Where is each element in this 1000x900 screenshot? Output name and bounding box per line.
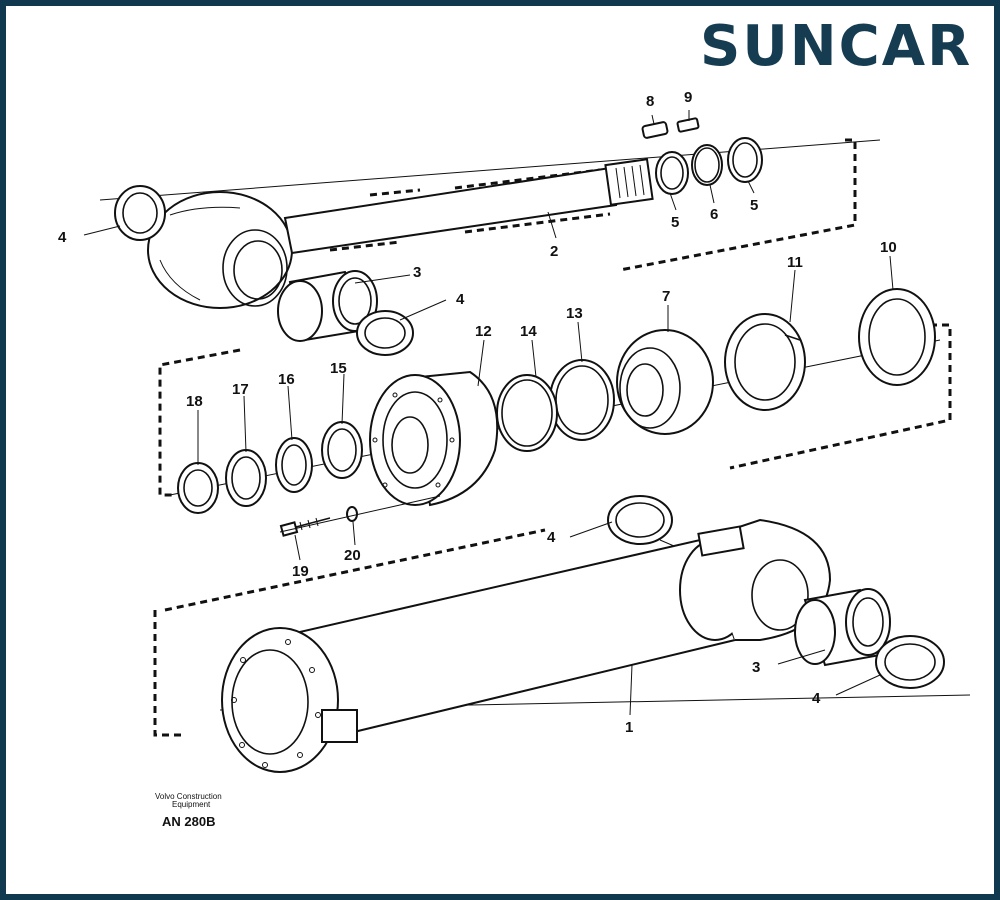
company-line-2: Equipment	[172, 800, 211, 809]
grease-nipple-8	[641, 114, 669, 139]
callout-18: 18	[186, 393, 203, 410]
callout-16: 16	[278, 371, 295, 388]
company-line-1: Volvo Construction	[155, 792, 222, 801]
callout-labels: 4 2 3 4 8 9 5 6 5 7 11 10 13 14 12 15 16…	[58, 89, 897, 736]
cylinder-tube-assembly	[153, 495, 971, 773]
o-ring-13	[549, 359, 615, 441]
callout-8: 8	[646, 93, 654, 110]
tube-seal-4-upper	[607, 495, 673, 545]
bushing-3-bottom	[794, 588, 891, 667]
wiper-ring-18	[177, 462, 219, 514]
leader-lines	[83, 180, 894, 716]
callout-9: 9	[684, 89, 692, 106]
callout-4-top-right: 4	[456, 291, 465, 308]
wear-ring-10	[858, 288, 936, 386]
piston-7	[616, 329, 714, 435]
screw-19	[279, 517, 331, 537]
cylinder-head-assembly	[158, 288, 952, 537]
brand-logo: SUNCAR	[700, 14, 972, 79]
callout-13: 13	[566, 305, 583, 322]
callout-11: 11	[787, 254, 803, 271]
callout-6: 6	[710, 206, 718, 223]
rod-seal-15	[321, 421, 363, 479]
grease-fitting-9	[676, 110, 700, 133]
callout-15: 15	[330, 360, 347, 377]
seal-ring-5b	[727, 137, 763, 183]
callout-1: 1	[625, 719, 633, 736]
seal-ring-5a	[655, 151, 689, 195]
rod-assembly	[99, 110, 881, 356]
callout-20: 20	[344, 547, 361, 564]
seal-ring-6	[691, 144, 723, 186]
guide-band-11	[724, 313, 806, 411]
buffer-seal-16	[275, 437, 313, 493]
cylinder-tube	[221, 518, 832, 773]
callout-4-tube-lower: 4	[812, 690, 821, 707]
callout-2: 2	[550, 243, 558, 260]
callout-12: 12	[475, 323, 492, 340]
callout-5-left: 5	[671, 214, 679, 231]
callout-7: 7	[662, 288, 670, 305]
bushing-3-top	[277, 270, 378, 342]
cylinder-head-12	[369, 370, 499, 507]
callout-5-right: 5	[750, 197, 758, 214]
callout-10: 10	[880, 239, 897, 256]
callout-14: 14	[520, 323, 537, 340]
backup-ring-14	[496, 374, 558, 452]
eye-seal-4-top-left	[114, 185, 166, 241]
callout-17: 17	[232, 381, 249, 398]
callout-4-top-left: 4	[58, 229, 67, 246]
rod-eye	[147, 191, 293, 309]
callout-4-tube-upper: 4	[547, 529, 556, 546]
callout-3-bottom: 3	[752, 659, 760, 676]
lock-washer-20	[346, 506, 358, 522]
tube-seal-4-lower	[875, 635, 945, 689]
eye-seal-4-top-right	[356, 310, 414, 356]
piston-rod	[283, 158, 654, 255]
callout-19: 19	[292, 563, 309, 580]
callout-3-top: 3	[413, 264, 421, 281]
guide-ring-17	[225, 449, 267, 507]
drawing-code: AN 280B	[162, 814, 215, 829]
